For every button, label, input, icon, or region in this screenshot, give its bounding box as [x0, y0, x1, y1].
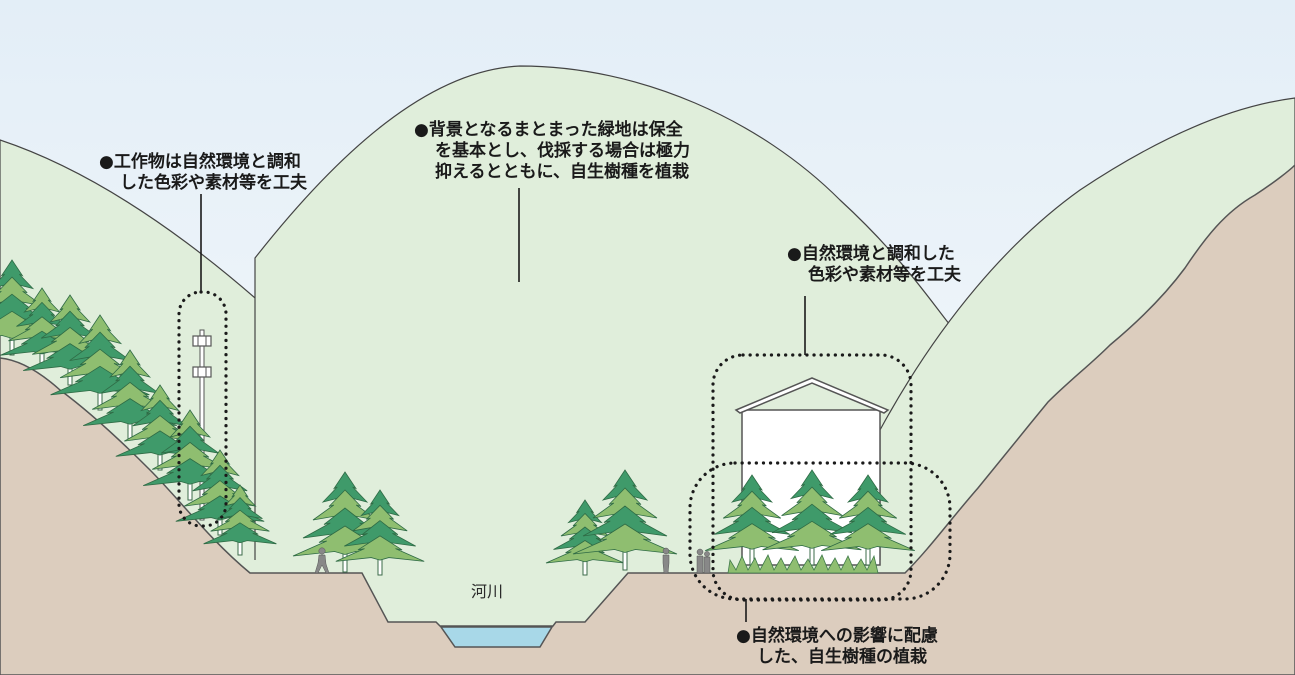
tree-foliage [572, 523, 678, 555]
river-label: 河川 [471, 582, 504, 601]
person-left-bank [662, 547, 670, 574]
tower-highlight-box [177, 290, 228, 528]
building-highlight-box [711, 353, 913, 602]
annotation-planting-line1: ●自然環境への影響に配慮 [736, 626, 938, 646]
tree [335, 489, 425, 576]
person-walker [314, 547, 330, 574]
annotation-background-line1: ●背景となるまとまった緑地は保全 [414, 120, 683, 140]
annotation-background-line2: を基本とし、伐採する場合は極力 [435, 141, 690, 161]
annotation-background-line3: 抑えるとともに、自生樹種を植栽 [435, 162, 689, 182]
annotation-planting-line2: した、自生樹種の植栽 [757, 647, 927, 667]
tree [203, 484, 277, 556]
tree [762, 469, 862, 566]
person-pair [696, 548, 711, 574]
grass-strip [727, 554, 879, 574]
annotation-building: ●自然環境と調和した 色彩や素材等を工夫 [787, 244, 961, 286]
annotation-structures: ●工作物は自然環境と調和 した色彩や素材等を工夫 [99, 152, 307, 194]
tree-foliage [335, 535, 425, 562]
tree-foliage [203, 522, 277, 545]
planting-highlight-box [688, 461, 952, 601]
annotation-building-line2: 色彩や素材等を工夫 [808, 265, 961, 285]
tree [821, 474, 915, 566]
river-water [439, 626, 554, 648]
tree-foliage [762, 520, 862, 551]
annotation-structures-line2: した色彩や素材等を工夫 [120, 173, 307, 193]
tree [572, 469, 678, 571]
steel-tower [192, 329, 212, 521]
annotation-planting: ●自然環境への影響に配慮 した、自生樹種の植栽 [736, 626, 938, 668]
annotation-structures-line1: ●工作物は自然環境と調和 [99, 152, 301, 172]
tree-group [0, 259, 915, 576]
annotation-background-green: ●背景となるまとまった緑地は保全 を基本とし、伐採する場合は極力 抑えるとともに… [414, 120, 690, 183]
tree-foliage [821, 523, 915, 551]
annotation-building-line1: ●自然環境と調和した [787, 244, 955, 264]
